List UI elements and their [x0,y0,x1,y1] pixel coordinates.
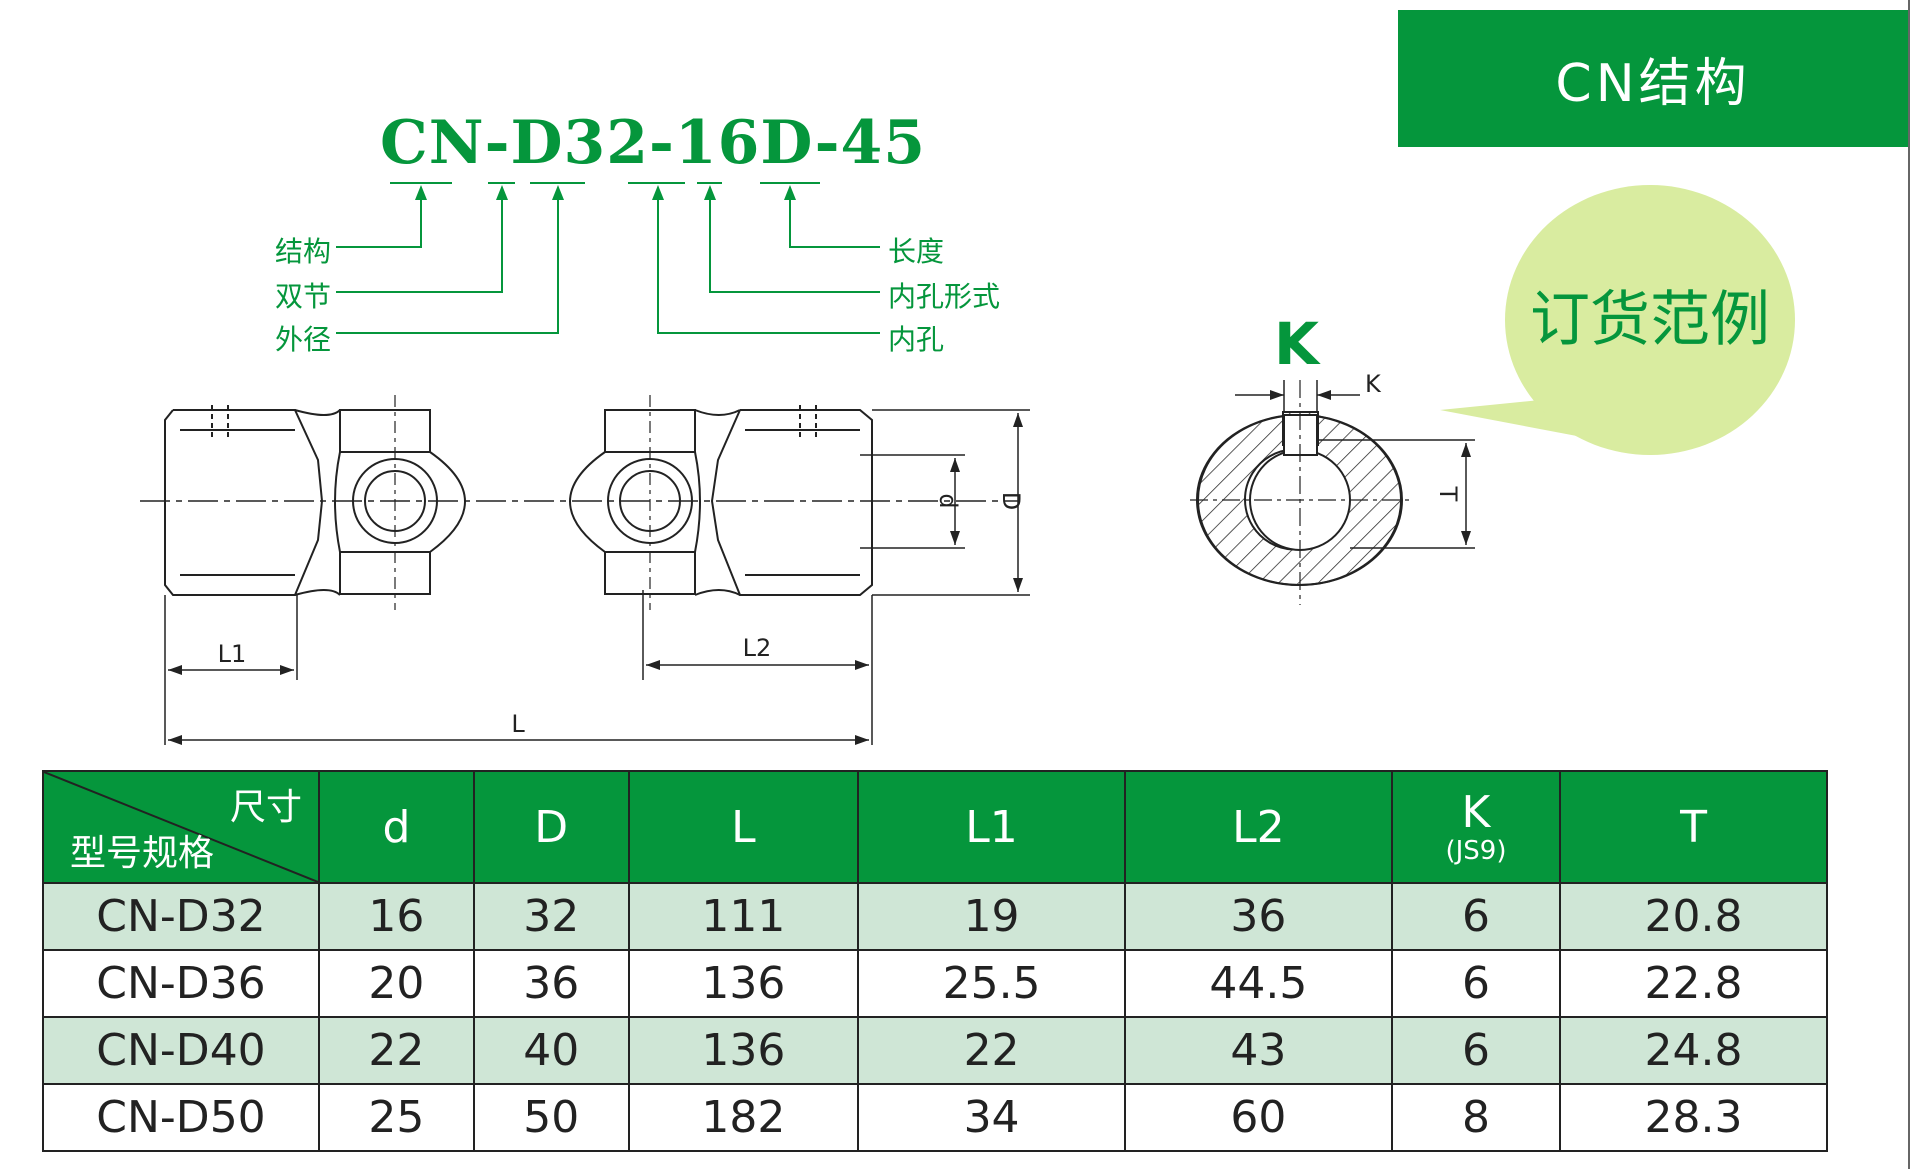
header-k: K (JS9) [1390,770,1562,884]
cell-d: 16 [318,882,475,951]
cell-l1: 34 [857,1083,1126,1152]
cell-model: CN-D32 [42,882,320,951]
callout-length: 长度 [888,235,945,268]
cell-big-d: 50 [472,1083,630,1152]
cell-l: 136 [627,1016,860,1085]
cell-model: CN-D50 [42,1083,320,1152]
coupling-outline [140,395,1020,610]
section-k-label: K [1365,370,1382,398]
header-banner: CN结构 [1398,10,1908,147]
cell-t: 22.8 [1559,949,1828,1018]
spec-table: 尺寸 型号规格 d D L L1 L2 K (JS9) T CN-D32 16 … [42,770,1828,1152]
header-t: T [1559,770,1828,884]
section-view [1190,380,1475,605]
callout-bore-type: 内孔形式 [888,280,1001,313]
cell-l: 111 [627,882,860,951]
callout-double-joint: 双节 [275,280,332,313]
cell-k: 6 [1390,882,1562,951]
corner-dimension-label: 尺寸 [229,787,302,828]
cell-t: 20.8 [1559,882,1828,951]
table-row: CN-D40 22 40 136 22 43 6 24.8 [42,1016,1828,1085]
cell-l: 182 [627,1083,860,1152]
cell-d: 22 [318,1016,475,1085]
cell-big-d: 32 [472,882,630,951]
dimension-lines [164,409,1030,745]
cell-big-d: 36 [472,949,630,1018]
cell-d: 25 [318,1083,475,1152]
corner-cell: 尺寸 型号规格 [42,770,320,884]
cell-d: 20 [318,949,475,1018]
callout-lines [336,182,880,334]
cell-l2: 43 [1123,1016,1393,1085]
cell-model: CN-D36 [42,949,320,1018]
table-row: CN-D50 25 50 182 34 60 8 28.3 [42,1083,1828,1152]
header-k-tolerance: (JS9) [1445,836,1507,866]
page-edge-line [1908,0,1910,1169]
header-l: L [627,770,860,884]
cell-l2: 44.5 [1123,949,1393,1018]
header-k-main: K [1461,787,1491,838]
order-code: CN-D32-16D-45 [380,108,926,178]
header-big-d: D [472,770,630,884]
callout-bore: 内孔 [888,323,945,356]
cell-k: 8 [1390,1083,1562,1152]
callout-structure: 结构 [275,235,332,268]
cell-t: 28.3 [1559,1083,1828,1152]
section-k-title: K [1274,310,1319,378]
cell-l1: 22 [857,1016,1126,1085]
dim-l-label: L [511,710,525,738]
section-t-label: T [1434,486,1462,502]
dim-l2-label: L2 [743,634,772,662]
cell-l1: 19 [857,882,1126,951]
corner-model-label: 型号规格 [70,833,215,874]
dim-big-d-label: D [997,492,1025,510]
cell-t: 24.8 [1559,1016,1828,1085]
cell-l2: 36 [1123,882,1393,951]
header-l2: L2 [1123,770,1393,884]
cell-k: 6 [1390,949,1562,1018]
header-d: d [318,770,475,884]
cell-k: 6 [1390,1016,1562,1085]
header-title: CN结构 [1555,54,1751,114]
corner-diagonal [44,772,318,882]
cell-model: CN-D40 [42,1016,320,1085]
table-row: CN-D32 16 32 111 19 36 6 20.8 [42,882,1828,951]
table-header-row: 尺寸 型号规格 d D L L1 L2 K (JS9) T [42,770,1828,884]
cell-l1: 25.5 [857,949,1126,1018]
callout-outer-diameter: 外径 [275,323,332,356]
dim-l1-label: L1 [218,640,247,668]
example-label: 订货范例 [1530,285,1770,355]
cell-l: 136 [627,949,860,1018]
cell-l2: 60 [1123,1083,1393,1152]
cell-big-d: 40 [472,1016,630,1085]
table-row: CN-D36 20 36 136 25.5 44.5 6 22.8 [42,949,1828,1018]
dim-d-label: d [934,493,962,508]
header-l1: L1 [857,770,1126,884]
